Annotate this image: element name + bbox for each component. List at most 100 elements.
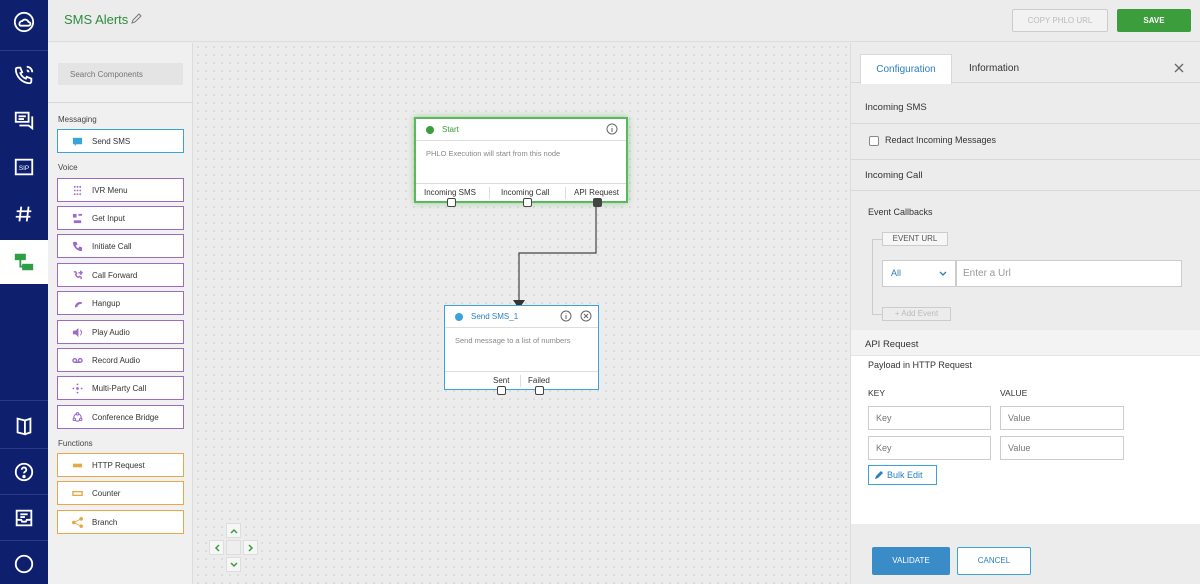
key-input-2[interactable] [868, 436, 991, 460]
component-conference-bridge[interactable]: Conference Bridge [57, 405, 184, 429]
port-label-failed: Failed [528, 376, 550, 385]
pan-right-button[interactable] [243, 540, 258, 555]
sip-icon[interactable]: SIP [0, 145, 48, 189]
event-type-select[interactable]: All [882, 260, 956, 287]
info-icon[interactable] [606, 123, 618, 135]
port-label-sent: Sent [493, 376, 510, 385]
bulk-edit-button[interactable]: Bulk Edit [868, 465, 937, 485]
hangup-icon [70, 296, 84, 310]
port-incoming-sms[interactable] [447, 198, 456, 207]
configuration-panel: Configuration Information Incoming SMS R… [850, 43, 1200, 584]
tab-configuration[interactable]: Configuration [860, 54, 952, 84]
component-call-forward[interactable]: Call Forward [57, 263, 184, 287]
help-icon[interactable] [0, 450, 48, 494]
add-event-button[interactable]: + Add Event [882, 307, 951, 321]
user-avatar-icon[interactable] [0, 542, 48, 584]
event-callbacks-bracket [872, 239, 882, 315]
search-components-input[interactable] [58, 63, 183, 85]
component-label: Send SMS [92, 136, 131, 146]
redact-messages-checkbox[interactable] [869, 136, 879, 146]
component-label: HTTP Request [92, 460, 145, 470]
event-callbacks-label: Event Callbacks [868, 207, 933, 217]
voice-calls-icon[interactable] [0, 53, 48, 97]
call-forward-icon [70, 268, 84, 282]
http-icon [70, 458, 84, 472]
component-label: Get Input [92, 213, 125, 223]
component-label: Call Forward [92, 270, 138, 280]
send-sms-node[interactable]: Send SMS_1 Send message to a list of num… [444, 305, 599, 395]
panel-tabs: Configuration Information [851, 43, 1200, 84]
bulk-edit-label: Bulk Edit [887, 470, 923, 480]
redact-messages-label: Redact Incoming Messages [885, 135, 997, 145]
port-api-request[interactable] [593, 198, 602, 207]
component-label: IVR Menu [92, 185, 128, 195]
validate-button[interactable]: VALIDATE [872, 547, 950, 575]
component-branch[interactable]: Branch [57, 510, 184, 534]
connector-line [513, 203, 597, 309]
chevron-left-icon [214, 543, 220, 552]
component-play-audio[interactable]: Play Audio [57, 320, 184, 344]
section-label-functions: Functions [58, 439, 93, 448]
top-bar: SMS Alerts COPY PHLO URL SAVE [48, 0, 1200, 42]
save-button[interactable]: SAVE [1117, 9, 1191, 32]
component-http-request[interactable]: HTTP Request [57, 453, 184, 477]
component-label: Play Audio [92, 327, 130, 337]
pan-down-button[interactable] [226, 557, 241, 572]
voicemail-icon [70, 353, 84, 367]
status-dot [455, 313, 463, 321]
event-url-label: EVENT URL [882, 232, 948, 246]
tab-information[interactable]: Information [968, 63, 1020, 74]
key-header: KEY [868, 388, 886, 398]
docs-book-icon[interactable] [0, 404, 48, 448]
start-node[interactable]: Start PHLO Execution will start from thi… [414, 117, 628, 207]
component-counter[interactable]: Counter [57, 481, 184, 505]
edit-pencil-icon[interactable] [130, 12, 142, 26]
select-value: All [891, 268, 902, 278]
value-input-2[interactable] [1000, 436, 1124, 460]
info-icon[interactable] [560, 310, 572, 322]
phlo-flow-icon[interactable] [0, 240, 48, 284]
chevron-down-icon [229, 561, 238, 567]
messaging-icon[interactable] [0, 98, 48, 142]
key-input-1[interactable] [868, 406, 991, 430]
component-send-sms[interactable]: Send SMS [57, 129, 184, 153]
phlo-canvas[interactable]: Start PHLO Execution will start from thi… [194, 43, 850, 584]
component-initiate-call[interactable]: Initiate Call [57, 234, 184, 258]
port-sent[interactable] [497, 386, 506, 395]
component-label: Initiate Call [92, 241, 132, 251]
close-icon[interactable] [1173, 62, 1185, 74]
cloud-logo-icon[interactable] [0, 0, 48, 44]
chevron-down-icon [939, 271, 947, 276]
component-ivr-menu[interactable]: IVR Menu [57, 178, 184, 202]
event-url-input[interactable]: Enter a Url [956, 260, 1182, 287]
support-ticket-icon[interactable] [0, 496, 48, 540]
node-description: Send message to a list of numbers [455, 336, 571, 345]
pan-center-button[interactable] [226, 540, 241, 555]
component-multi-party-call[interactable]: Multi-Party Call [57, 376, 184, 400]
component-hangup[interactable]: Hangup [57, 291, 184, 315]
numbers-hash-icon[interactable] [0, 192, 48, 236]
svg-text:SIP: SIP [19, 165, 29, 172]
node-title: Send SMS_1 [471, 312, 519, 321]
phlo-title[interactable]: SMS Alerts [64, 12, 129, 27]
pan-left-button[interactable] [209, 540, 224, 555]
component-label: Hangup [92, 298, 121, 308]
cancel-button[interactable]: CANCEL [957, 547, 1031, 575]
section-incoming-sms: Incoming SMS [851, 92, 1200, 124]
payload-label: Payload in HTTP Request [868, 360, 972, 370]
port-label-incoming-sms: Incoming SMS [424, 188, 477, 197]
component-get-input[interactable]: Get Input [57, 206, 184, 230]
port-failed[interactable] [535, 386, 544, 395]
pencil-icon [875, 471, 883, 479]
value-input-1[interactable] [1000, 406, 1124, 430]
speaker-icon [70, 325, 84, 339]
port-incoming-call[interactable] [523, 198, 532, 207]
copy-phlo-url-button[interactable]: COPY PHLO URL [1012, 9, 1108, 32]
section-label-voice: Voice [58, 163, 78, 172]
delete-node-icon[interactable] [580, 310, 592, 322]
component-label: Conference Bridge [92, 412, 159, 422]
component-record-audio[interactable]: Record Audio [57, 348, 184, 372]
components-panel: Messaging Send SMS Voice IVR Menu Get In… [48, 43, 193, 584]
status-dot [426, 126, 434, 134]
pan-up-button[interactable] [226, 523, 241, 538]
